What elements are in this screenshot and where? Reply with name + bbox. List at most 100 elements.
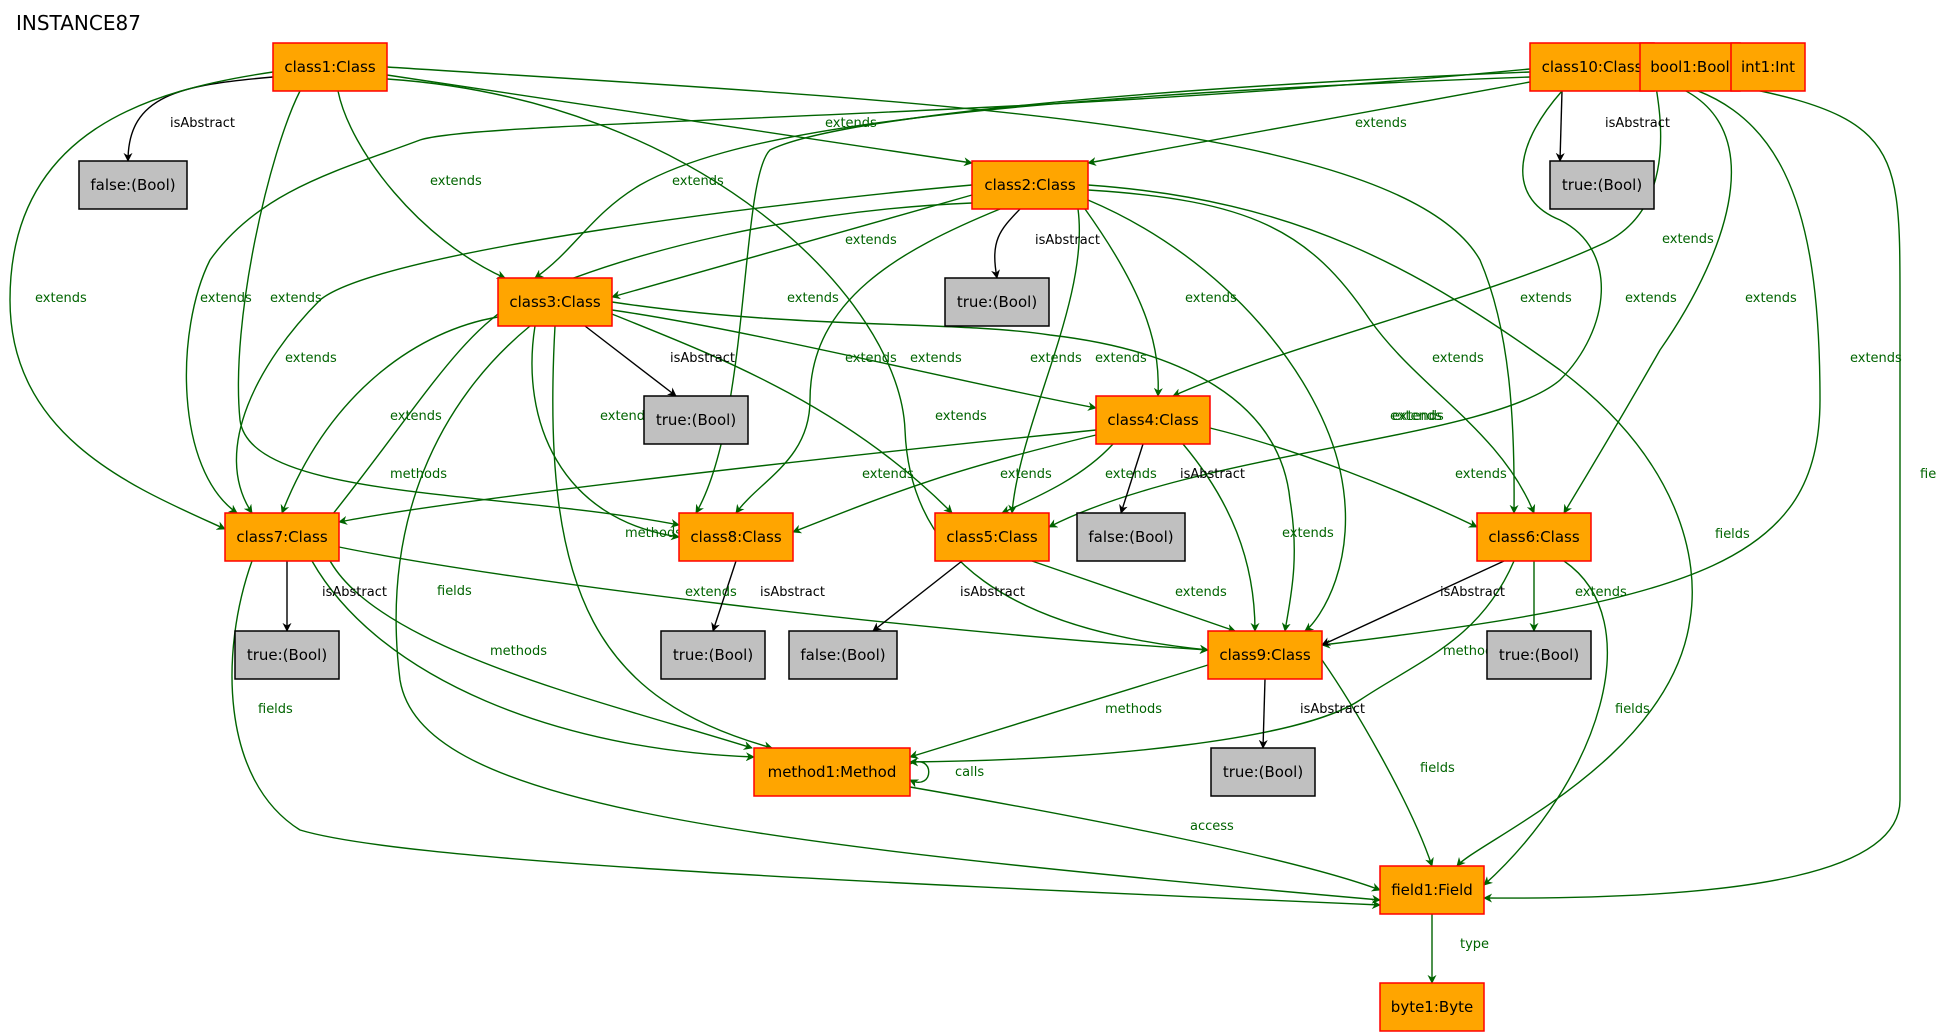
edge-label: extends [787, 291, 839, 306]
edge-label: extends [1355, 116, 1407, 131]
node-f4[interactable]: false:(Bool) [1076, 512, 1186, 562]
node-class10[interactable]: class10:Class [1529, 42, 1655, 92]
edge-method1-calls-method1 [909, 761, 930, 788]
node-label: class7:Class [236, 528, 327, 546]
edge-class4-extends-class7 [338, 429, 1097, 525]
edge-label: type [1460, 937, 1489, 952]
node-class1[interactable]: class1:Class [272, 42, 388, 92]
edge-class3-extends-class7 [280, 316, 499, 514]
edge-class3-fields-field1 [395, 325, 1381, 904]
edge-class2-extends-class8 [735, 208, 1001, 514]
node-class4[interactable]: class4:Class [1095, 395, 1211, 445]
edge-label: extends [1282, 526, 1334, 541]
node-box [1476, 512, 1592, 562]
edge-class4-extends-class9 [1182, 443, 1260, 632]
edge-label: calls [955, 765, 984, 780]
node-bool1[interactable]: bool1:Bool [1639, 42, 1741, 92]
node-t8[interactable]: true:(Bool) [660, 630, 766, 680]
edge-label: extends [390, 409, 442, 424]
edge-label: extends [200, 291, 252, 306]
edge-class10-extends-class9 [1321, 78, 1821, 649]
edge-label: methods [1105, 702, 1162, 717]
edge-class8-isAbstract-t8 [711, 560, 737, 632]
edge-label: extends [845, 351, 897, 366]
edge-class6-methods-method1 [909, 560, 1515, 767]
edge-label: extends [1745, 291, 1797, 306]
node-label: class2:Class [984, 176, 1075, 194]
edge-class7-methods-method1 [311, 560, 755, 762]
edge-label: fields [1920, 467, 1937, 482]
edge-class1-extends-class3 [337, 90, 506, 279]
node-label: false:(Bool) [90, 176, 175, 194]
node-t7[interactable]: true:(Bool) [234, 630, 340, 680]
node-box [1095, 395, 1211, 445]
node-label: true:(Bool) [673, 646, 753, 664]
edge-class7-fields-field1 [231, 560, 1381, 910]
node-label: class1:Class [284, 58, 375, 76]
edge-class10-extends-class2 [1087, 81, 1531, 166]
edge-class2-extends-class3 [611, 194, 973, 300]
node-box [944, 277, 1050, 327]
edge-label: isAbstract [760, 585, 825, 600]
edge-class2-fields-field1 [1087, 184, 1693, 867]
edge-class10-extends-class3 [534, 76, 1531, 279]
node-class6[interactable]: class6:Class [1476, 512, 1592, 562]
node-t3[interactable]: true:(Bool) [643, 395, 749, 445]
edge-label: extends [672, 174, 724, 189]
edge-class6-isAbstract-t6 [1321, 560, 1505, 646]
node-label: false:(Bool) [1088, 528, 1173, 546]
edge-class10-extends-class4 [1172, 74, 1662, 397]
node-int1[interactable]: int1:Int [1730, 42, 1806, 92]
node-byte1[interactable]: byte1:Byte [1379, 982, 1485, 1032]
edge-class3-isAbstract-t3 [584, 325, 677, 397]
edge-label: extends [1520, 291, 1572, 306]
edge-label: extends [1850, 351, 1902, 366]
node-t6[interactable]: true:(Bool) [1486, 630, 1592, 680]
node-class8[interactable]: class8:Class [678, 512, 794, 562]
edge-label: access [1190, 819, 1234, 834]
node-label: true:(Bool) [1562, 176, 1642, 194]
node-class7[interactable]: class7:Class [224, 512, 340, 562]
edge-label: extends [1185, 291, 1237, 306]
edge-class10-isAbstract-t10 [1555, 90, 1565, 162]
node-box [1210, 747, 1316, 797]
edge-label: isAbstract [1440, 585, 1505, 600]
node-field1[interactable]: field1:Field [1379, 865, 1485, 915]
node-t9[interactable]: true:(Bool) [1210, 747, 1316, 797]
edge-label: extends [1455, 467, 1507, 482]
edge-label: extends [1390, 409, 1442, 424]
node-box [934, 512, 1050, 562]
node-f1[interactable]: false:(Bool) [78, 160, 188, 210]
node-box [1529, 42, 1655, 92]
edge-label: methods [490, 644, 547, 659]
edge-label: extends [1392, 409, 1444, 424]
edges-layer [9, 66, 1901, 984]
edge-class3-extends-class5 [611, 313, 953, 514]
node-label: class10:Class [1542, 58, 1643, 76]
node-class9[interactable]: class9:Class [1207, 630, 1323, 680]
edge-labels-layer: isAbstract extends extends extends extends ex… [35, 116, 1937, 952]
edge-label: isAbstract [1605, 116, 1670, 131]
edge-label: extends [285, 351, 337, 366]
node-label: class6:Class [1488, 528, 1579, 546]
node-box [971, 160, 1089, 210]
node-box [78, 160, 188, 210]
node-class3[interactable]: class3:Class [497, 277, 613, 327]
node-method1[interactable]: method1:Method [753, 747, 911, 797]
edge-class2-methods-method1 [319, 202, 973, 750]
edge-label: extends [1175, 585, 1227, 600]
edge-label: extends [935, 409, 987, 424]
edge-class10-extends-class5 [1048, 90, 1603, 528]
node-class5[interactable]: class5:Class [934, 512, 1050, 562]
node-f5[interactable]: false:(Bool) [788, 630, 898, 680]
node-label: false:(Bool) [800, 646, 885, 664]
node-t10[interactable]: true:(Bool) [1549, 160, 1655, 210]
edge-label: extends [35, 291, 87, 306]
node-class2[interactable]: class2:Class [971, 160, 1089, 210]
node-box [1379, 865, 1485, 915]
node-label: byte1:Byte [1391, 998, 1473, 1016]
edge-label: fields [437, 584, 472, 599]
node-box [272, 42, 388, 92]
node-t2[interactable]: true:(Bool) [944, 277, 1050, 327]
